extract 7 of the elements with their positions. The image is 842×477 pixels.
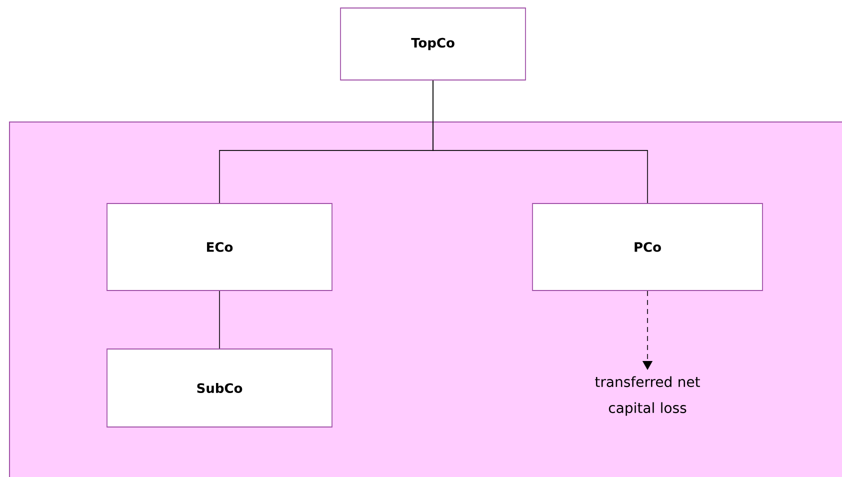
connector-line [432, 80, 648, 204]
company-box: PCo [532, 203, 763, 291]
company-box: SubCo [106, 348, 332, 428]
company-box: ECo [106, 203, 332, 291]
connector-line [219, 290, 220, 349]
company-box: TopCo [340, 8, 526, 80]
note-text: transferred net capital loss [595, 376, 700, 416]
